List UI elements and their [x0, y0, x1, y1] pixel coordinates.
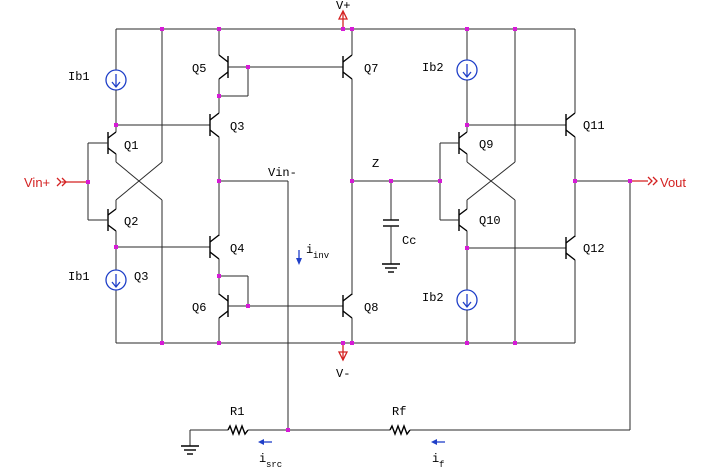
- transistor-q2: Q2: [88, 200, 138, 270]
- current-source-ib1-bottom: Ib1 Q3: [68, 269, 148, 291]
- transistor-q12: Q12: [565, 235, 605, 261]
- current-source-ib2-top: Ib2: [422, 29, 478, 132]
- i-src-arrow: i src: [258, 439, 282, 470]
- transistor-q5: Q5: [192, 29, 343, 97]
- transistor-q11: Q11: [565, 110, 605, 237]
- i-inv-subscript: inv: [313, 251, 330, 261]
- r1-label: R1: [230, 405, 244, 419]
- i-src-label: i: [259, 452, 266, 466]
- capacitor-cc: Cc: [382, 181, 416, 273]
- q7-label: Q7: [364, 62, 378, 76]
- vin-plus-terminal: Vin+: [24, 175, 88, 190]
- vminus-terminal: V-: [336, 343, 350, 381]
- feedback-network: [190, 181, 631, 431]
- transistor-q4: Q4: [209, 234, 244, 295]
- i-f-arrow: i f: [431, 439, 445, 470]
- vin-minus-node: Vin-: [219, 166, 297, 430]
- q3-label: Q3: [230, 120, 244, 134]
- q3b-label: Q3: [134, 270, 148, 284]
- q11-label: Q11: [583, 119, 605, 133]
- q12-label: Q12: [583, 242, 605, 256]
- cc-label: Cc: [402, 234, 416, 248]
- current-source-ib2-bottom: Ib2: [422, 289, 478, 343]
- q8-label: Q8: [364, 301, 378, 315]
- q2-label: Q2: [124, 215, 138, 229]
- resistor-rf: Rf: [389, 405, 411, 436]
- rf-label: Rf: [392, 405, 406, 419]
- transistor-q10: Q10: [440, 200, 501, 290]
- vplus-terminal: V+: [336, 0, 350, 29]
- i-inv-arrow: i inv: [296, 243, 330, 265]
- q5-label: Q5: [192, 62, 206, 76]
- q10-label: Q10: [479, 214, 501, 228]
- junction-dots: [86, 27, 632, 432]
- ground-symbol: [181, 430, 199, 455]
- vout-terminal: Vout: [575, 175, 686, 190]
- vminus-label: V-: [336, 367, 350, 381]
- supply-rails: [115, 28, 576, 344]
- transistor-q1: Q1: [88, 131, 138, 162]
- input-cross-coupling: [87, 29, 163, 343]
- transistor-q8: Q8: [342, 293, 378, 343]
- i-src-subscript: src: [266, 460, 282, 470]
- resistor-r1: R1: [227, 405, 249, 436]
- z-label: Z: [372, 157, 379, 171]
- transistor-q7: Q7: [342, 29, 378, 295]
- i-f-label: i: [432, 452, 439, 466]
- z-node: Z: [352, 157, 440, 182]
- vin-plus-label: Vin+: [24, 175, 50, 190]
- transistor-q6: Q6: [192, 275, 343, 343]
- q6-label: Q6: [192, 301, 206, 315]
- q9-label: Q9: [479, 138, 493, 152]
- transistor-q3: Q3: [209, 96, 244, 236]
- ib2-top-label: Ib2: [422, 61, 444, 75]
- current-source-ib1-top: Ib1: [68, 69, 127, 132]
- i-f-subscript: f: [439, 460, 444, 470]
- i-inv-label: i: [306, 243, 313, 257]
- ib1-top-label: Ib1: [68, 70, 90, 84]
- vplus-label: V+: [336, 0, 350, 13]
- q4-label: Q4: [230, 242, 244, 256]
- output-cross-coupling: [439, 29, 516, 343]
- vout-label: Vout: [660, 175, 686, 190]
- transistor-q9: Q9: [440, 131, 493, 162]
- vin-minus-label: Vin-: [268, 166, 297, 180]
- ib2-bottom-label: Ib2: [422, 291, 444, 305]
- ib1-bottom-label: Ib1: [68, 270, 90, 284]
- q1-label: Q1: [124, 139, 138, 153]
